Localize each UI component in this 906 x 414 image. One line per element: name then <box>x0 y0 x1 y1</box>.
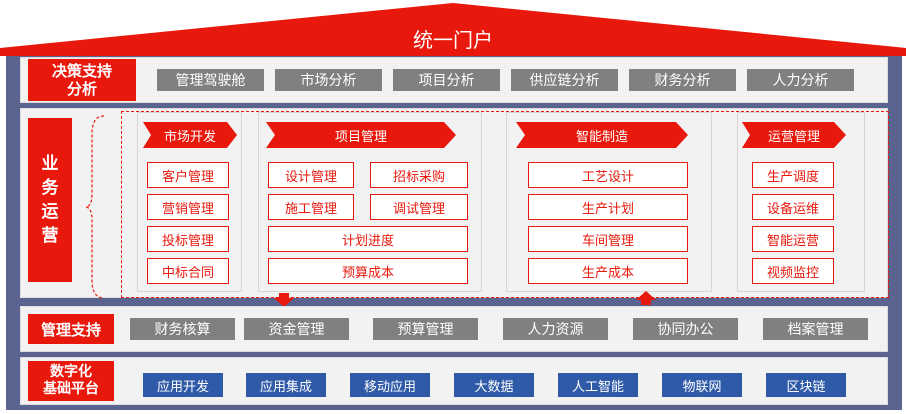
decision-label: 决策支持 分析 <box>28 59 136 101</box>
platform-item-bigdata[interactable]: 大数据 <box>454 373 534 397</box>
decision-item-hr[interactable]: 人力分析 <box>747 69 854 91</box>
arrow-up-icon <box>636 291 656 305</box>
platform-label: 数字化 基础平台 <box>28 361 114 401</box>
operations-item-dispatch[interactable]: 生产调度 <box>752 162 834 188</box>
decision-item-finance[interactable]: 财务分析 <box>629 69 736 91</box>
module-operations-header-arrow <box>742 122 846 148</box>
business-bracket <box>86 115 105 299</box>
management-item-archives[interactable]: 档案管理 <box>763 318 868 340</box>
manufacturing-item-process[interactable]: 工艺设计 <box>528 162 688 188</box>
module-project-header-arrow <box>266 122 456 148</box>
management-item-hr[interactable]: 人力资源 <box>503 318 608 340</box>
project-item-commissioning[interactable]: 调试管理 <box>370 194 468 220</box>
platform-item-mobile[interactable]: 移动应用 <box>350 373 430 397</box>
module-market-title[interactable]: 市场开发 <box>163 129 216 145</box>
management-item-funds[interactable]: 资金管理 <box>244 318 349 340</box>
business-label: 业 务 运 营 <box>28 118 72 282</box>
project-item-design[interactable]: 设计管理 <box>268 162 354 188</box>
market-item-contract[interactable]: 中标合同 <box>147 258 229 284</box>
manufacturing-item-plan[interactable]: 生产计划 <box>528 194 688 220</box>
platform-item-app-dev[interactable]: 应用开发 <box>143 373 223 397</box>
platform-item-iot[interactable]: 物联网 <box>662 373 742 397</box>
module-project-title[interactable]: 项目管理 <box>334 129 387 145</box>
decision-item-supply[interactable]: 供应链分析 <box>511 69 618 91</box>
management-item-collaboration[interactable]: 协同办公 <box>633 318 738 340</box>
manufacturing-item-cost[interactable]: 生产成本 <box>528 258 688 284</box>
manufacturing-item-workshop[interactable]: 车间管理 <box>528 226 688 252</box>
market-item-marketing[interactable]: 营销管理 <box>147 194 229 220</box>
management-item-budget[interactable]: 预算管理 <box>373 318 478 340</box>
module-manufacturing-title[interactable]: 智能制造 <box>575 129 628 145</box>
project-item-schedule[interactable]: 计划进度 <box>268 226 468 252</box>
management-label: 管理支持 <box>28 314 114 344</box>
platform-item-blockchain[interactable]: 区块链 <box>766 373 846 397</box>
project-item-construction[interactable]: 施工管理 <box>268 194 354 220</box>
portal-title[interactable]: 统一门户 <box>413 28 493 52</box>
decision-item-cockpit[interactable]: 管理驾驶舱 <box>157 69 264 91</box>
arrow-down-icon <box>274 293 294 307</box>
market-item-customer[interactable]: 客户管理 <box>147 162 229 188</box>
operations-item-equipment[interactable]: 设备运维 <box>752 194 834 220</box>
project-item-procurement[interactable]: 招标采购 <box>370 162 468 188</box>
management-item-accounting[interactable]: 财务核算 <box>130 318 235 340</box>
project-item-budget[interactable]: 预算成本 <box>268 258 468 284</box>
module-manufacturing-header-arrow <box>516 122 688 148</box>
market-item-bidding[interactable]: 投标管理 <box>147 226 229 252</box>
operations-item-smart-ops[interactable]: 智能运营 <box>752 226 834 252</box>
module-operations-title[interactable]: 运营管理 <box>767 129 820 145</box>
decision-item-project[interactable]: 项目分析 <box>393 69 500 91</box>
business-dashed-group <box>121 111 889 298</box>
module-market-header-arrow <box>143 122 237 148</box>
platform-item-ai[interactable]: 人工智能 <box>558 373 638 397</box>
decision-item-market[interactable]: 市场分析 <box>275 69 382 91</box>
operations-item-video[interactable]: 视频监控 <box>752 258 834 284</box>
portal-roof <box>0 3 906 56</box>
platform-item-integration[interactable]: 应用集成 <box>246 373 326 397</box>
